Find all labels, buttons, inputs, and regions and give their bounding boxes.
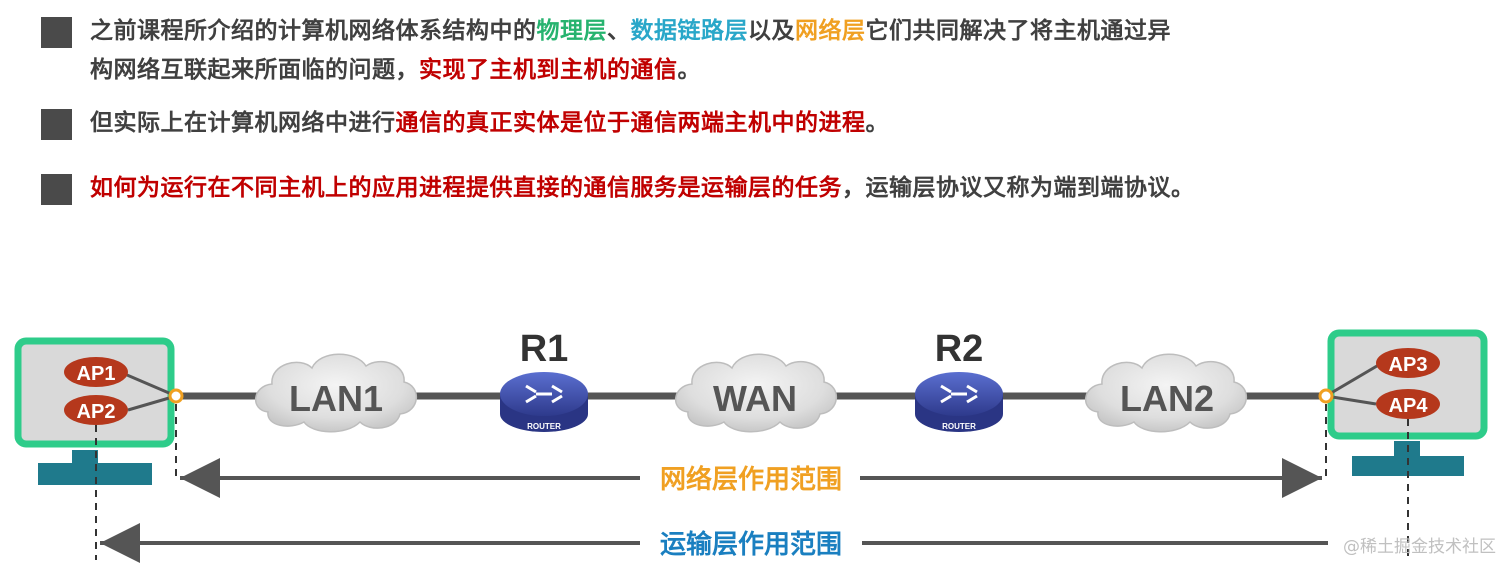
left-host: AP1 AP2 — [14, 337, 184, 485]
left-monitor-stand — [72, 450, 98, 464]
bullet-line: 之前课程所介绍的计算机网络体系结构中的物理层、数据链路层以及网络层它们共同解决了… — [90, 12, 1490, 51]
process-ap4 — [1376, 389, 1440, 419]
bullet-line: 如何为运行在不同主机上的应用进程提供直接的通信服务是运输层的任务，运输层协议又称… — [90, 169, 1490, 208]
cloud-lan1: LAN1 — [255, 353, 418, 433]
ap4-link — [1325, 394, 1377, 406]
ap1-link — [119, 370, 177, 398]
process-ap3 — [1376, 348, 1440, 378]
bullet-text: 如何为运行在不同主机上的应用进程提供直接的通信服务是运输层的任务，运输层协议又称… — [90, 169, 1490, 208]
right-port-dot — [1318, 388, 1334, 404]
left-monitor-base — [38, 463, 152, 485]
cloud-icon — [675, 353, 838, 433]
text-run: 构网络互联起来所面临的问题， — [90, 57, 419, 83]
watermark: @稀土掘金技术社区 — [1343, 537, 1496, 557]
left-port-dot — [168, 388, 184, 404]
bullet-square-icon — [41, 109, 72, 140]
text-run: 它们共同解决了将主机通过异 — [865, 18, 1171, 44]
bullet-square-icon — [41, 174, 72, 205]
text-run: 。 — [677, 57, 701, 83]
ap3-link — [1325, 361, 1383, 398]
process-ap2-label: AP2 — [77, 401, 116, 423]
text-run-network-layer: 网络层 — [795, 18, 866, 44]
cloud-lan2-label: LAN2 — [1120, 378, 1214, 419]
cloud-lan2: LAN2 — [1085, 353, 1248, 433]
text-run: 以及 — [748, 18, 795, 44]
router-r2-caption: ROUTER — [942, 422, 976, 431]
text-run: 但实际上在计算机网络中进行 — [90, 110, 396, 136]
left-monitor-screen — [14, 337, 175, 448]
router-r1: R1 ROUTER — [500, 328, 588, 432]
ap2-link — [127, 394, 177, 412]
cloud-wan-label: WAN — [713, 378, 797, 419]
router-r2: R2 ROUTER — [915, 328, 1003, 432]
text-run-highlight: 实现了主机到主机的通信 — [419, 57, 678, 83]
network-scope-label: 网络层作用范围 — [660, 464, 842, 495]
text-run-physical-layer: 物理层 — [536, 18, 607, 44]
bullet-line: 构网络互联起来所面临的问题，实现了主机到主机的通信。 — [90, 51, 1490, 90]
process-ap1-label: AP1 — [77, 363, 116, 385]
cloud-wan: WAN — [675, 353, 838, 433]
router-r1-name: R1 — [520, 328, 569, 370]
router-r2-name: R2 — [935, 328, 984, 370]
bullet-text: 但实际上在计算机网络中进行通信的真正实体是位于通信两端主机中的进程。 — [90, 104, 1490, 143]
text-run: ，运输层协议又称为端到端协议。 — [842, 175, 1195, 201]
right-host: AP3 AP4 — [1318, 329, 1488, 476]
process-ap4-label: AP4 — [1389, 395, 1429, 417]
transport-scope-label: 运输层作用范围 — [660, 529, 842, 560]
process-ap1 — [64, 357, 128, 387]
text-run-highlight: 通信的真正实体是位于通信两端主机中的进程 — [395, 110, 866, 136]
text-run-datalink-layer: 数据链路层 — [630, 18, 748, 44]
text-run: 。 — [865, 110, 889, 136]
process-ap3-label: AP3 — [1389, 354, 1428, 376]
text-run: 之前课程所介绍的计算机网络体系结构中的 — [90, 18, 537, 44]
right-monitor-base — [1352, 456, 1464, 476]
cloud-icon — [1085, 353, 1248, 433]
bullet-square-icon — [41, 17, 72, 48]
router-arrows-icon — [940, 384, 978, 404]
cloud-lan1-label: LAN1 — [289, 378, 383, 419]
router-r1-caption: ROUTER — [527, 422, 561, 431]
process-ap2 — [64, 395, 128, 425]
text-run-highlight: 如何为运行在不同主机上的应用进程提供直接的通信服务是运输层的任务 — [90, 175, 842, 201]
bullet-text: 之前课程所介绍的计算机网络体系结构中的物理层、数据链路层以及网络层它们共同解决了… — [90, 12, 1490, 90]
cloud-icon — [255, 353, 418, 433]
text-run: 、 — [607, 18, 631, 44]
router-arrows-icon — [525, 384, 563, 404]
bullet-line: 但实际上在计算机网络中进行通信的真正实体是位于通信两端主机中的进程。 — [90, 104, 1490, 143]
